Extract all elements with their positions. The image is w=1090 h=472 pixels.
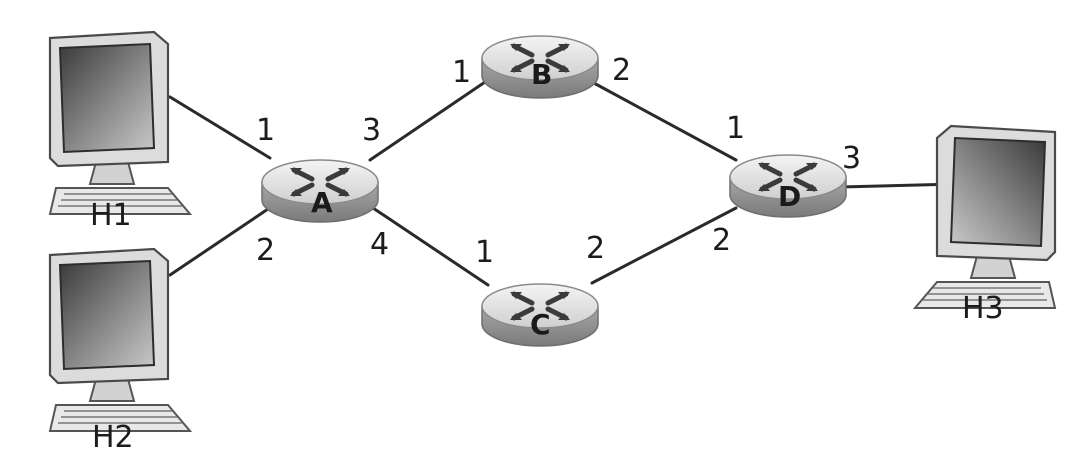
host-h3 <box>913 124 1057 310</box>
port-label-b1: 1 <box>452 55 471 90</box>
link-a-b <box>368 78 490 162</box>
port-label-c2: 2 <box>586 231 605 266</box>
link-c-d <box>590 206 738 285</box>
links <box>168 78 960 287</box>
computer-icon <box>48 247 192 433</box>
port-label-c1: 1 <box>475 235 494 270</box>
host-label-h2: H2 <box>92 420 134 455</box>
link-h1-a <box>168 95 272 160</box>
host-h1 <box>48 30 192 216</box>
port-label-a2: 2 <box>256 233 275 268</box>
host-label-h1: H1 <box>90 198 132 233</box>
router-label-b: B <box>531 58 552 91</box>
link-b-d <box>590 80 738 162</box>
router-label-a: A <box>311 186 333 219</box>
computer-icon <box>48 30 192 216</box>
host-label-h3: H3 <box>962 291 1004 326</box>
port-label-d2: 2 <box>712 223 731 258</box>
computer-icon <box>913 124 1057 310</box>
host-h2 <box>48 247 192 433</box>
port-label-a4: 4 <box>370 227 389 262</box>
router-label-c: C <box>530 308 551 341</box>
link-h2-a <box>168 207 270 277</box>
port-label-b2: 2 <box>612 53 631 88</box>
router-label-d: D <box>778 180 801 213</box>
link-a-c <box>368 204 490 287</box>
port-label-a1: 1 <box>256 113 275 148</box>
port-label-d3: 3 <box>842 141 861 176</box>
port-label-d1: 1 <box>726 111 745 146</box>
port-label-a3: 3 <box>362 113 381 148</box>
